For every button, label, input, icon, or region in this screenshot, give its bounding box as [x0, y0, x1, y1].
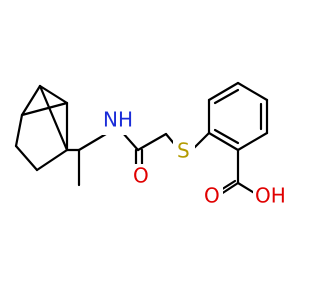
atom-label-background	[253, 184, 287, 210]
bond	[38, 84, 69, 105]
bond	[14, 113, 24, 148]
bond	[38, 84, 69, 152]
atom-label-background	[130, 164, 152, 190]
bond	[207, 81, 240, 102]
bond	[213, 88, 240, 105]
bond	[236, 131, 269, 152]
bond	[20, 84, 42, 117]
acid-oxygen-label: O	[204, 184, 220, 208]
bond	[77, 132, 108, 152]
bond	[213, 128, 240, 145]
bond	[192, 131, 211, 150]
bond	[236, 81, 269, 102]
atom-label-background	[173, 139, 195, 165]
amide-oxygen-label: O	[133, 164, 149, 188]
bond	[20, 101, 69, 117]
atom-label-background	[102, 109, 130, 135]
bond	[136, 132, 168, 152]
atom-label-background	[201, 184, 223, 210]
bond	[14, 144, 39, 172]
bond	[35, 148, 69, 172]
acid-hydroxyl-label: OH	[255, 184, 286, 208]
amide-nitrogen-label: NH	[103, 108, 133, 132]
chemical-structure-diagram: NH S O O OH	[14, 81, 287, 210]
thioether-sulfur-label: S	[177, 139, 190, 163]
atom-labels: NH S O O OH	[102, 108, 287, 210]
bond	[207, 131, 240, 152]
